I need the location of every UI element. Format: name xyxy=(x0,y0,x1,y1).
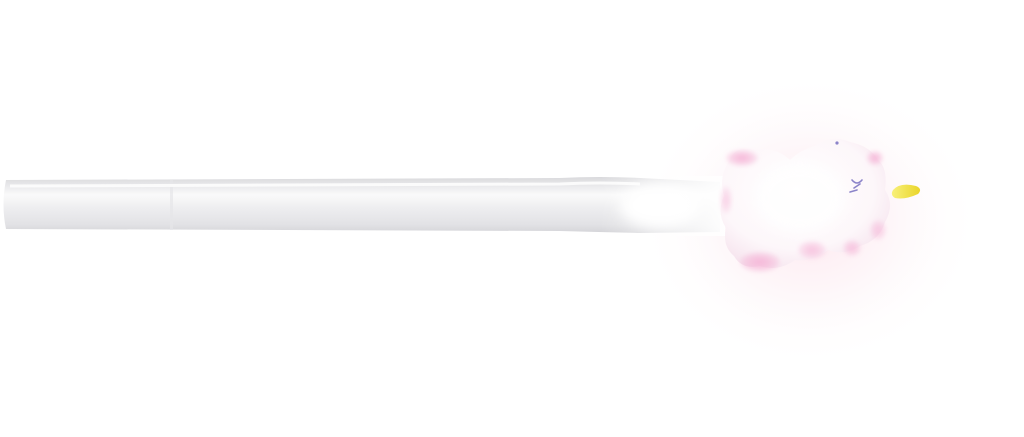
unicorn-eye-icon xyxy=(849,179,863,193)
unicorn-horn-icon xyxy=(891,184,921,199)
wand-stick xyxy=(3,176,725,236)
unicorn-topper xyxy=(720,138,921,272)
